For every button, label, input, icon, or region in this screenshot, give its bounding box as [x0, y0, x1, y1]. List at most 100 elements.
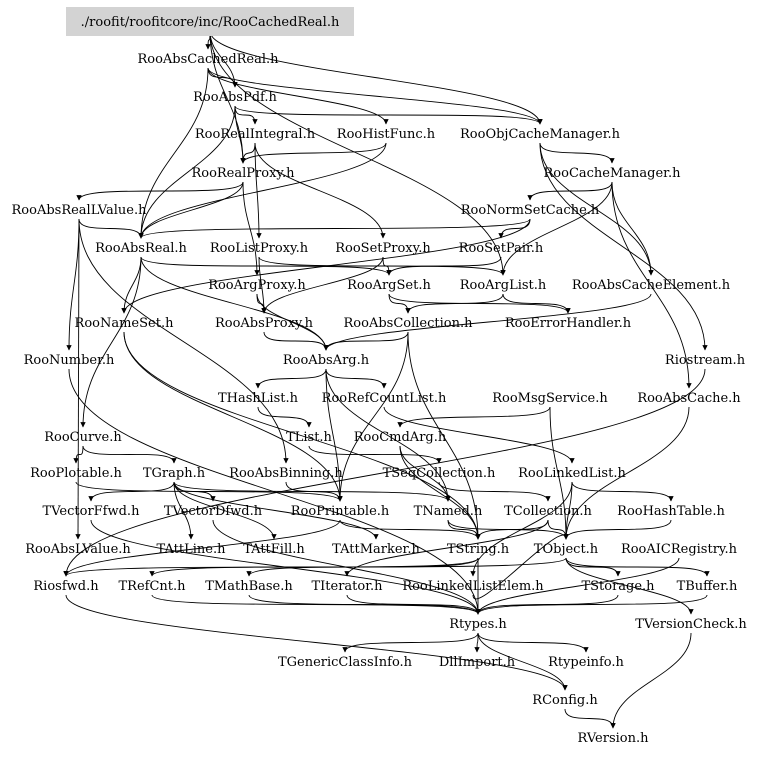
node-TIterator[interactable]: TIterator.h	[311, 579, 383, 594]
node-RooNameSet[interactable]: RooNameSet.h	[75, 316, 175, 331]
node-RooSetPair[interactable]: RooSetPair.h	[459, 241, 544, 256]
edge-RooCacheManager-to-RooAbsCache	[611, 181, 692, 389]
edge-RooArgSet-to-RooAbsCollection	[388, 293, 411, 314]
node-TNamed[interactable]: TNamed.h	[414, 504, 483, 519]
node-RooRefCountList[interactable]: RooRefCountList.h	[322, 391, 447, 406]
edge-RooMsgService-to-TObject	[549, 406, 569, 540]
node-RConfig[interactable]: RConfig.h	[532, 693, 598, 708]
edge-root-to-RooRealProxy	[209, 30, 246, 164]
node-TAttLine[interactable]: TAttLine.h	[157, 542, 227, 557]
edge-root-to-RooArgList	[209, 30, 506, 276]
edge-TGraph-to-TAttLine	[173, 481, 194, 540]
node-RooNormSetCache[interactable]: RooNormSetCache.h	[461, 203, 600, 218]
edge-TVersionCheck-to-RVersion	[610, 632, 692, 729]
node-RooAbsBinning[interactable]: RooAbsBinning.h	[229, 466, 343, 481]
edge-RooAbsPdf-to-RooObjCacheManager	[234, 105, 543, 125]
node-RooAbsArg[interactable]: RooAbsArg.h	[283, 353, 370, 368]
node-Rtypeinfo[interactable]: Rtypeinfo.h	[548, 655, 624, 670]
edge-RooNameSet-to-TString	[123, 331, 481, 540]
node-RooAbsRealLValue[interactable]: RooAbsRealLValue.h	[12, 203, 148, 218]
node-TCollection[interactable]: TCollection.h	[504, 504, 592, 519]
root-label: ./roofit/roofitcore/inc/RooCachedReal.h	[81, 15, 340, 30]
edge-RooAbsArg-to-RooRefCountList	[325, 368, 387, 389]
node-TString[interactable]: TString.h	[447, 542, 510, 557]
root-node[interactable]: ./roofit/roofitcore/inc/RooCachedReal.h	[66, 7, 354, 36]
edge-RooAbsReal-to-RooNameSet	[121, 256, 142, 314]
node-TSeqCollection[interactable]: TSeqCollection.h	[383, 466, 496, 481]
node-RooArgList[interactable]: RooArgList.h	[460, 278, 547, 293]
node-RooListProxy[interactable]: RooListProxy.h	[210, 241, 309, 256]
node-TVectorDfwd[interactable]: TVectorDfwd.h	[164, 504, 263, 519]
node-Riostream[interactable]: Riostream.h	[665, 353, 746, 368]
node-TBuffer[interactable]: TBuffer.h	[677, 579, 738, 594]
edge-TSeqCollection-to-TCollection	[438, 481, 551, 502]
edge-RooMsgService-to-RooCmdArg	[397, 406, 551, 428]
node-RooPrintable[interactable]: RooPrintable.h	[291, 504, 390, 519]
node-RooPlotable[interactable]: RooPlotable.h	[30, 466, 122, 481]
node-RooAbsPdf[interactable]: RooAbsPdf.h	[193, 90, 277, 105]
node-TVectorFfwd[interactable]: TVectorFfwd.h	[43, 504, 141, 519]
node-RooHashTable[interactable]: RooHashTable.h	[617, 504, 725, 519]
node-RooCacheManager[interactable]: RooCacheManager.h	[544, 166, 682, 181]
node-TAttFill[interactable]: TAttFill.h	[243, 542, 305, 557]
node-RooRealProxy[interactable]: RooRealProxy.h	[191, 166, 295, 181]
node-TStorage[interactable]: TStorage.h	[581, 579, 655, 594]
edge-RooCmdArg-to-TNamed	[399, 445, 451, 502]
node-RooCmdArg[interactable]: RooCmdArg.h	[354, 430, 447, 445]
edge-Rtypes-to-TGenericClassInfo	[342, 632, 479, 653]
edge-root-to-RooObjCacheManager	[209, 30, 543, 125]
node-RooErrorHandler[interactable]: RooErrorHandler.h	[505, 316, 632, 331]
edge-RooHistFunc-to-RooAbsReal	[138, 142, 387, 239]
node-RooAbsCachedReal[interactable]: RooAbsCachedReal.h	[137, 52, 279, 67]
edge-RooAbsReal-to-RooCurve	[80, 256, 142, 428]
node-RooObjCacheManager[interactable]: RooObjCacheManager.h	[460, 127, 621, 142]
node-RooAbsLValue[interactable]: RooAbsLValue.h	[25, 542, 131, 557]
node-RooAbsReal[interactable]: RooAbsReal.h	[95, 241, 187, 256]
node-RooArgSet[interactable]: RooArgSet.h	[347, 278, 431, 293]
edge-RooAbsRealLValue-to-RooAbsBinning	[78, 218, 289, 464]
edge-RooAbsReal-to-RooAbsArg	[140, 256, 329, 351]
node-RooMsgService[interactable]: RooMsgService.h	[492, 391, 608, 406]
edge-TMathBase-to-Rtypes	[248, 594, 481, 615]
edge-RooAbsCollection-to-RooPrintable	[337, 331, 409, 502]
edge-TObject-to-TBuffer	[565, 557, 710, 577]
edge-RooSetPair-to-RooArgSet	[386, 256, 502, 276]
node-TList[interactable]: TList.h	[286, 430, 332, 445]
node-RooAICRegistry[interactable]: RooAICRegistry.h	[621, 542, 738, 557]
node-RooNumber[interactable]: RooNumber.h	[24, 353, 115, 368]
node-RooAbsCacheElement[interactable]: RooAbsCacheElement.h	[572, 278, 731, 293]
node-TGenericClassInfo[interactable]: TGenericClassInfo.h	[278, 655, 413, 670]
edge-RooCurve-to-TGraph	[82, 445, 177, 464]
node-RooAbsProxy[interactable]: RooAbsProxy.h	[215, 316, 314, 331]
node-DllImport[interactable]: DllImport.h	[439, 655, 516, 670]
edge-RooArgList-to-RooAbsCollection	[405, 293, 504, 314]
node-RooAbsCollection[interactable]: RooAbsCollection.h	[344, 316, 474, 331]
node-TObject[interactable]: TObject.h	[534, 542, 599, 557]
edge-RooArgSet-to-RooErrorHandler	[388, 293, 571, 314]
node-RooSetProxy[interactable]: RooSetProxy.h	[335, 241, 431, 256]
node-TAttMarker[interactable]: TAttMarker.h	[332, 542, 420, 557]
node-RooRealIntegral[interactable]: RooRealIntegral.h	[195, 127, 316, 142]
node-RooArgProxy[interactable]: RooArgProxy.h	[208, 278, 306, 293]
node-RooAbsCache[interactable]: RooAbsCache.h	[637, 391, 741, 406]
node-RooHistFunc[interactable]: RooHistFunc.h	[337, 127, 436, 142]
edge-RooCacheManager-to-RooAbsCacheElement	[611, 181, 654, 276]
node-RooLinkedList[interactable]: RooLinkedList.h	[518, 466, 626, 481]
edge-RooPrintable-to-Riosfwd	[63, 519, 341, 577]
edge-RooCacheManager-to-RooArgList	[500, 181, 613, 276]
node-THashList[interactable]: THashList.h	[218, 391, 299, 406]
edge-RooNormSetCache-to-RooAbsReal	[138, 218, 531, 239]
node-TMathBase[interactable]: TMathBase.h	[205, 579, 293, 594]
node-RVersion[interactable]: RVersion.h	[578, 731, 650, 746]
node-RooCurve[interactable]: RooCurve.h	[44, 430, 122, 445]
node-TGraph[interactable]: TGraph.h	[143, 466, 206, 481]
node-Rtypes[interactable]: Rtypes.h	[449, 617, 507, 632]
node-Riosfwd[interactable]: Riosfwd.h	[33, 579, 99, 594]
edge-RooAbsArg-to-RooPrintable	[325, 368, 343, 502]
node-TVersionCheck[interactable]: TVersionCheck.h	[635, 617, 747, 632]
edge-Riosfwd-to-RConfig	[65, 594, 568, 691]
node-RooLinkedListElem[interactable]: RooLinkedListElem.h	[402, 579, 544, 594]
edge-RooAbsArg-to-TNamed	[325, 368, 451, 502]
node-TRefCnt[interactable]: TRefCnt.h	[118, 579, 186, 594]
